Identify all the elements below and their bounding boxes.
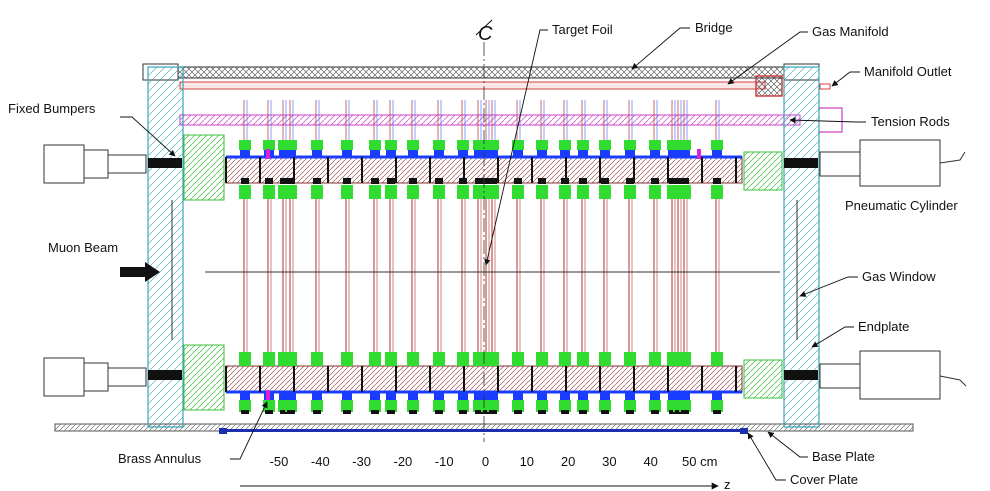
z-axis-tick-label: -40 xyxy=(311,454,330,469)
z-axis-tick-label: 20 xyxy=(561,454,575,469)
fixed-bumper-upper-left xyxy=(148,158,182,168)
base-plate-leader xyxy=(767,431,808,458)
fixed-bumper-upper-right xyxy=(784,158,818,168)
z-axis-label: z xyxy=(724,477,731,491)
wire-plane xyxy=(711,100,723,414)
wire-plane xyxy=(433,100,445,414)
label-pneumatic-cylinder: Pneumatic Cylinder xyxy=(845,198,958,213)
fixed-bumper-lower-left xyxy=(148,370,182,380)
label-gas-manifold: Gas Manifold xyxy=(812,24,889,39)
label-target-foil: Target Foil xyxy=(552,22,613,37)
bridge xyxy=(149,66,817,79)
label-fixed-bumpers: Fixed Bumpers xyxy=(8,101,96,116)
z-axis-ticks: -50 -40 -30 -20 -10 0 10 20 30 40 50 cm xyxy=(270,454,718,469)
pneumatic-cylinder-upper-right xyxy=(819,139,966,187)
wire-plane xyxy=(407,100,419,414)
label-bridge: Bridge xyxy=(695,20,733,35)
centerline-symbol: C xyxy=(478,23,493,45)
fixed-bumper-lower-right xyxy=(784,370,818,380)
gas-manifold xyxy=(179,81,766,90)
tension-rods-leader xyxy=(789,117,866,124)
z-axis-tick-label: -30 xyxy=(352,454,371,469)
cover-plate-leader xyxy=(747,432,786,481)
wire-plane xyxy=(649,100,661,414)
tension-rod-bracket xyxy=(818,107,843,133)
brass-annulus-marker-upper-right xyxy=(697,149,701,159)
pneumatic-cylinder-upper-left xyxy=(43,144,147,184)
gas-window-leader xyxy=(799,276,858,297)
centerline-symbol-slash xyxy=(475,19,493,36)
label-cover-plate: Cover Plate xyxy=(790,472,858,487)
wire-plane xyxy=(487,100,499,414)
manifold-outlet-pipe xyxy=(819,83,831,90)
wire-plane xyxy=(599,100,611,414)
pneumatic-cylinder-lower-left xyxy=(43,357,147,397)
gas-manifold-leader xyxy=(727,31,808,85)
wire-plane xyxy=(263,100,275,414)
wire-plane xyxy=(369,100,381,414)
endplate-right xyxy=(783,66,820,428)
wire-plane xyxy=(577,100,589,414)
inner-bumper-lower-left xyxy=(183,344,225,411)
cover-plate-clip-right xyxy=(740,428,748,434)
wire-plane xyxy=(624,100,636,414)
wire-plane xyxy=(239,100,251,414)
label-gas-window: Gas Window xyxy=(862,269,936,284)
wire-plane xyxy=(559,100,571,414)
inner-bumper-upper-left xyxy=(183,134,225,201)
z-axis-tick-label: 0 xyxy=(482,454,489,469)
fixed-bumpers-leader xyxy=(120,116,176,157)
z-axis-tick-label: 50 cm xyxy=(682,454,717,469)
manifold-outlet-block xyxy=(755,75,783,97)
label-tension-rods: Tension Rods xyxy=(871,114,950,129)
manifold-outlet-leader xyxy=(831,71,860,87)
brass-annulus-leader xyxy=(230,401,268,460)
brass-annulus-marker-upper xyxy=(266,149,270,159)
wire-plane xyxy=(679,100,691,414)
brass-annulus-marker-lower xyxy=(266,390,270,400)
target-foil-leader xyxy=(484,29,548,266)
z-axis-tick-label: 40 xyxy=(643,454,657,469)
z-axis-tick-label: -10 xyxy=(435,454,454,469)
label-muon-beam: Muon Beam xyxy=(48,240,118,255)
wire-plane xyxy=(285,100,297,414)
cover-plate-clip-left xyxy=(219,428,227,434)
inner-bumper-upper-right xyxy=(743,151,783,191)
z-axis-tick-label: 10 xyxy=(520,454,534,469)
wire-plane xyxy=(311,100,323,414)
inner-bumper-lower-right xyxy=(743,359,783,399)
endplate-leader xyxy=(811,326,854,348)
muon-beam-arrow xyxy=(120,262,160,282)
wire-plane xyxy=(512,100,524,414)
cover-plate xyxy=(222,429,747,432)
pneumatic-cylinder-lower-right xyxy=(819,350,967,400)
wire-plane xyxy=(536,100,548,414)
label-base-plate: Base Plate xyxy=(812,449,875,464)
bridge-leader xyxy=(631,27,690,70)
z-axis-tick-label: -50 xyxy=(270,454,289,469)
wire-plane xyxy=(341,100,353,414)
label-endplate: Endplate xyxy=(858,319,909,334)
z-axis-tick-label: -20 xyxy=(394,454,413,469)
tension-rods xyxy=(179,114,801,126)
wire-plane xyxy=(385,100,397,414)
label-brass-annulus: Brass Annulus xyxy=(118,451,202,466)
wire-planes xyxy=(225,100,737,414)
z-axis-tick-label: 30 xyxy=(602,454,616,469)
endplate-left xyxy=(147,66,184,428)
label-manifold-outlet: Manifold Outlet xyxy=(864,64,952,79)
